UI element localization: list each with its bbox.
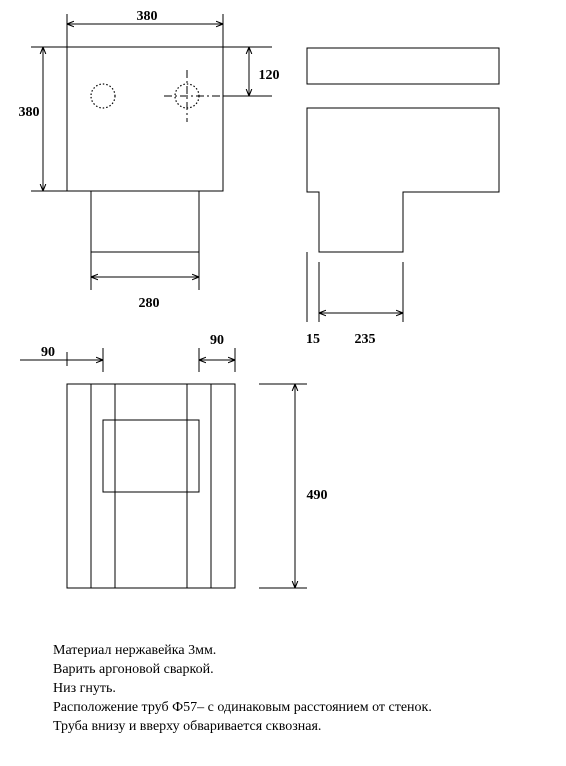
dim-offset-120: 120 bbox=[223, 46, 280, 97]
dim-left-margin: 90 bbox=[20, 345, 104, 372]
dim-label-side-width: 235 bbox=[355, 332, 376, 347]
dim-label-offset: 120 bbox=[259, 68, 280, 83]
pipe-hole-left bbox=[90, 83, 116, 109]
note-2: Варить аргоновой сваркой. bbox=[53, 662, 214, 677]
dim-label-front-height: 490 bbox=[307, 488, 328, 503]
dim-label-left-margin: 90 bbox=[41, 345, 55, 360]
note-4: Расположение труб Ф57– с одинаковым расс… bbox=[53, 700, 432, 715]
dim-label-right-margin: 90 bbox=[210, 333, 224, 348]
notes: Материал нержавейка 3мм. Варить аргоново… bbox=[53, 643, 432, 734]
side-view-body bbox=[306, 107, 500, 253]
dim-bottom-width: 280 bbox=[90, 252, 200, 311]
top-view bbox=[66, 46, 224, 253]
front-view bbox=[66, 383, 236, 589]
dim-top-height: 380 bbox=[19, 46, 67, 192]
side-view bbox=[306, 47, 500, 253]
note-5: Труба внизу и вверху обваривается сквозн… bbox=[53, 719, 321, 734]
dim-front-height: 490 bbox=[259, 383, 328, 589]
dim-label-side-offset: 15 bbox=[306, 332, 320, 347]
dim-label-top-width: 380 bbox=[137, 9, 158, 24]
note-1: Материал нержавейка 3мм. bbox=[53, 643, 216, 658]
dim-side: 15 235 bbox=[306, 252, 404, 347]
note-3: Низ гнуть. bbox=[53, 681, 116, 696]
top-view-body bbox=[66, 46, 224, 192]
dim-label-bottom-width: 280 bbox=[139, 296, 160, 311]
top-view-neck bbox=[90, 190, 200, 253]
dim-label-top-height: 380 bbox=[19, 105, 40, 120]
front-view-opening bbox=[102, 419, 200, 493]
side-view-lid bbox=[306, 47, 500, 85]
front-view-body bbox=[66, 383, 236, 589]
dim-right-margin: 90 bbox=[198, 333, 236, 372]
dim-top-width: 380 bbox=[66, 9, 224, 47]
